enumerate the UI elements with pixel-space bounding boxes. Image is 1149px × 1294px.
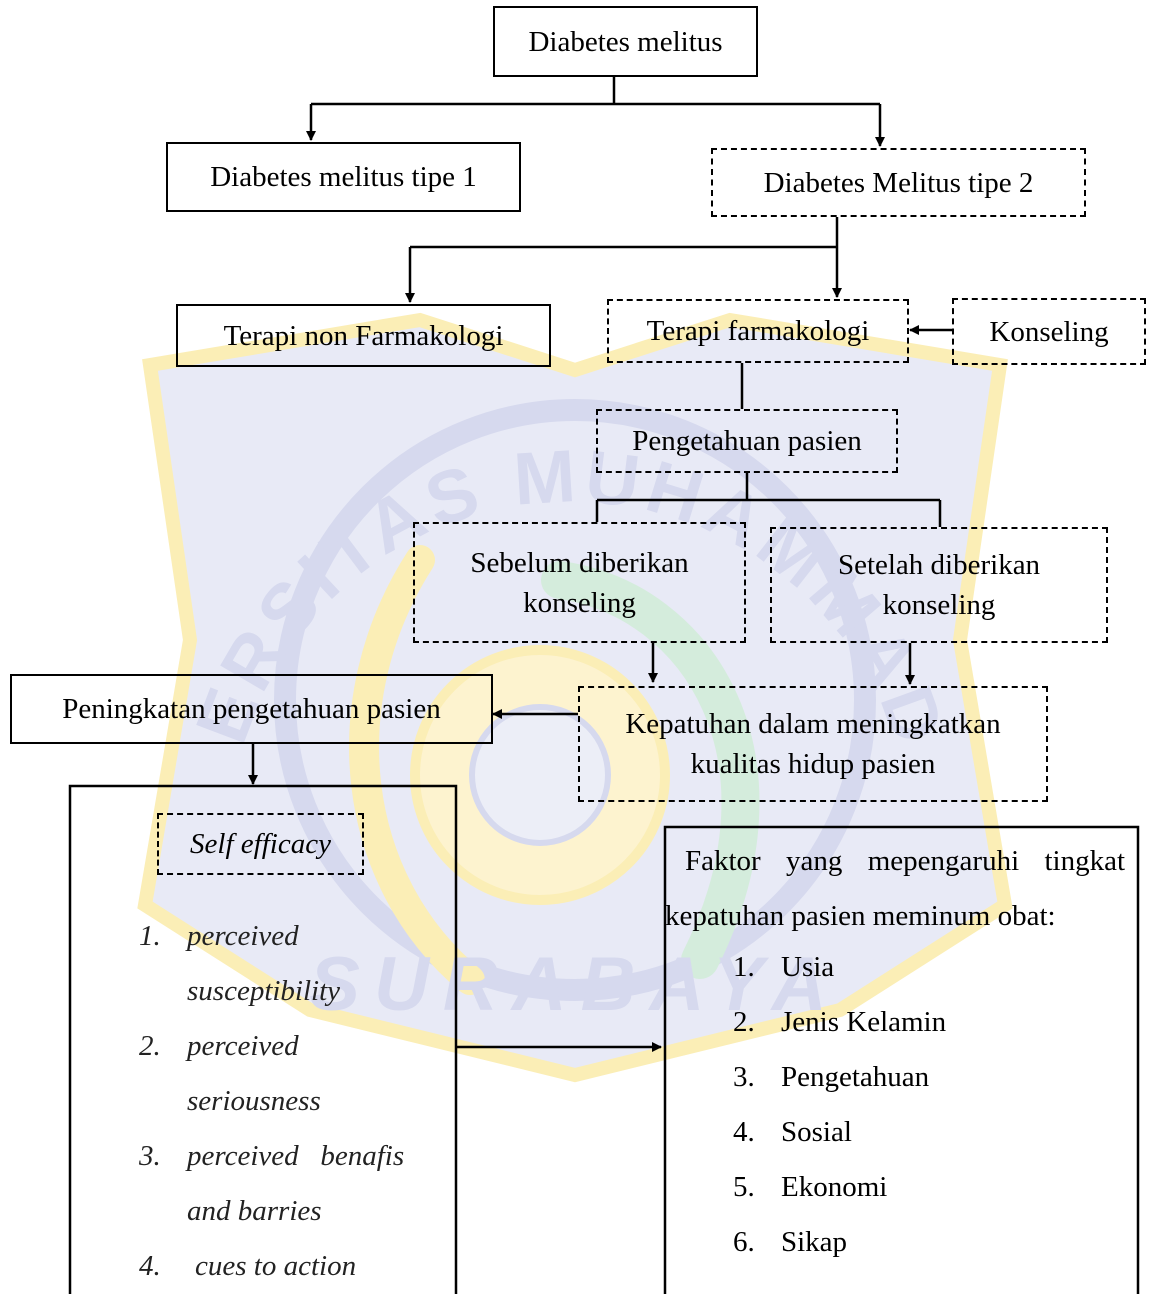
watermark-top-text: UNIVERSITAS MUHAMMADIYAH — [0, 0, 963, 759]
node-pharma-therapy: Terapi farmakologi — [607, 299, 909, 363]
self-efficacy-item: 4. cues to action — [139, 1250, 357, 1282]
factor-item: 1.Usia — [733, 951, 835, 983]
self-efficacy-item: 3. perceived benafis and barries — [139, 1140, 405, 1227]
node-counseling: Konseling — [952, 298, 1146, 365]
node-compliance: Kepatuhan dalam meningkatkan kualitas hi… — [578, 686, 1048, 802]
factor-item: 6.Sikap — [733, 1226, 848, 1258]
factor-item: 4.Sosial — [733, 1116, 852, 1148]
factor-item: 3.Pengetahuan — [733, 1061, 930, 1093]
node-self-efficacy: Self efficacy — [157, 813, 364, 875]
factors-list: 1.Usia 2.Jenis Kelamin 3.Pengetahuan 4.S… — [733, 940, 1113, 1270]
node-diabetes-type-1: Diabetes melitus tipe 1 — [166, 142, 521, 212]
factor-item: 5.Ekonomi — [733, 1171, 888, 1203]
node-before-counseling: Sebelum diberikan konseling — [413, 522, 746, 643]
factors-title: Faktor yang mepengaruhi tingkat kepatuha… — [665, 845, 1125, 932]
node-after-counseling: Setelah diberikan konseling — [770, 527, 1108, 643]
node-non-pharma-therapy: Terapi non Farmakologi — [176, 304, 551, 367]
self-efficacy-list: 1. perceived susceptibility 2. perceived… — [139, 909, 439, 1294]
node-knowledge-increase: Peningkatan pengetahuan pasien — [10, 674, 493, 744]
factor-item: 2.Jenis Kelamin — [733, 1006, 947, 1038]
node-patient-knowledge: Pengetahuan pasien — [596, 409, 898, 473]
self-efficacy-item: 2. perceived seriousness — [139, 1030, 321, 1117]
self-efficacy-item: 1. perceived susceptibility — [139, 920, 341, 1007]
node-diabetes-melitus: Diabetes melitus — [493, 6, 758, 77]
node-diabetes-type-2: Diabetes Melitus tipe 2 — [711, 148, 1086, 217]
